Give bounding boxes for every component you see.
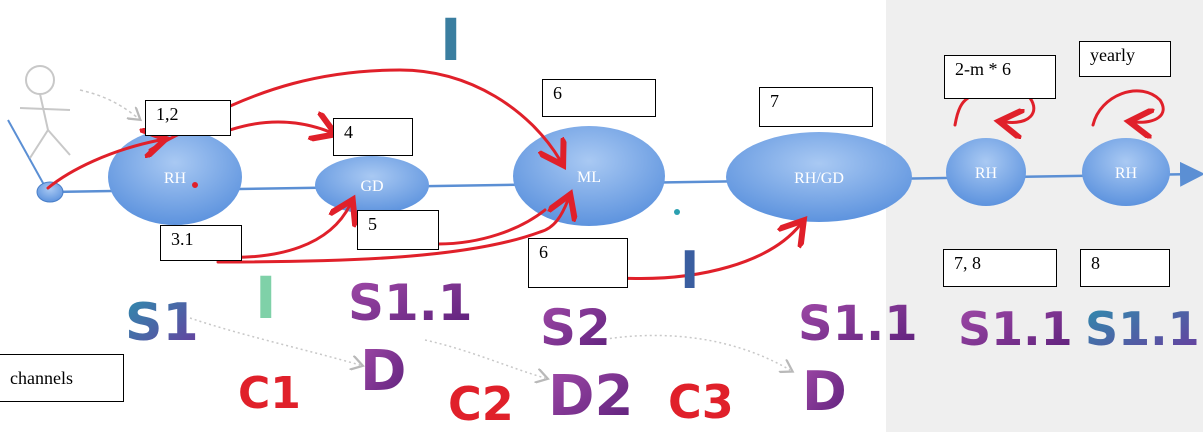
- box-2m-6: 2-m * 6: [944, 55, 1056, 99]
- gray-arrow-2: [424, 339, 545, 378]
- arrow-31-to-ml: [216, 200, 568, 264]
- hand-s11-a: S1.1: [348, 274, 473, 332]
- hand-s2: S2: [540, 299, 611, 357]
- hand-i-mid: I: [255, 264, 277, 332]
- box-6-top: 6: [542, 79, 656, 117]
- loop-left-rh2: [953, 96, 970, 127]
- box-4: 4: [333, 118, 413, 156]
- hand-c3: C3: [668, 375, 734, 429]
- arrow-5-to-ml: [436, 208, 547, 246]
- hand-s11-b: S1.1: [798, 296, 918, 352]
- hand-d-a: D: [360, 339, 406, 404]
- hand-s11-c: S1.1: [958, 302, 1073, 356]
- node-rh-3: [1082, 138, 1170, 206]
- node-rh-2: [946, 138, 1026, 206]
- box-yearly: yearly: [1079, 41, 1171, 77]
- hand-i-low: I: [680, 241, 699, 301]
- loop-rh3: [1091, 89, 1165, 125]
- box-channels: channels: [0, 354, 124, 402]
- hand-s11-d: S1.1: [1085, 302, 1200, 356]
- arrow-12-to-ml: [203, 68, 560, 160]
- person-arrow: [79, 89, 138, 118]
- hand-i-top: I: [440, 6, 462, 74]
- box-6-bottom: 6: [528, 238, 628, 288]
- node-ml-label: ML: [577, 169, 601, 186]
- hand-d-b: D: [802, 360, 847, 423]
- entry-line: [7, 119, 49, 193]
- person-icon: [19, 65, 71, 159]
- node-rh-1-label: RH: [164, 170, 187, 187]
- node-rh-gd: [726, 132, 912, 222]
- hand-d2: D2: [548, 364, 633, 429]
- red-dot: [192, 182, 198, 188]
- hand-c2: C2: [448, 377, 514, 431]
- arrow-12-to-4: [228, 122, 330, 132]
- box-5: 5: [357, 210, 439, 250]
- box-7-top: 7: [759, 87, 873, 127]
- arrow-6-to-rhgd: [618, 225, 800, 280]
- loop-right-rh2: [1005, 96, 1036, 122]
- hand-c1: C1: [238, 368, 301, 419]
- start-dot: [36, 181, 64, 203]
- arrow-start-to-12: [46, 140, 160, 190]
- box-7-8: 7, 8: [943, 249, 1057, 287]
- hand-s1: S1: [125, 293, 199, 353]
- node-gd-label: GD: [360, 178, 383, 195]
- node-rh-3-label: RH: [1115, 165, 1138, 182]
- box-8: 8: [1080, 249, 1170, 287]
- node-rh-2-label: RH: [975, 165, 998, 182]
- box-1-2: 1,2: [145, 100, 231, 136]
- box-3-1: 3.1: [160, 225, 242, 261]
- teal-dot: [674, 209, 680, 215]
- node-rh-gd-label: RH/GD: [794, 170, 844, 187]
- gray-arrow-3: [599, 334, 790, 370]
